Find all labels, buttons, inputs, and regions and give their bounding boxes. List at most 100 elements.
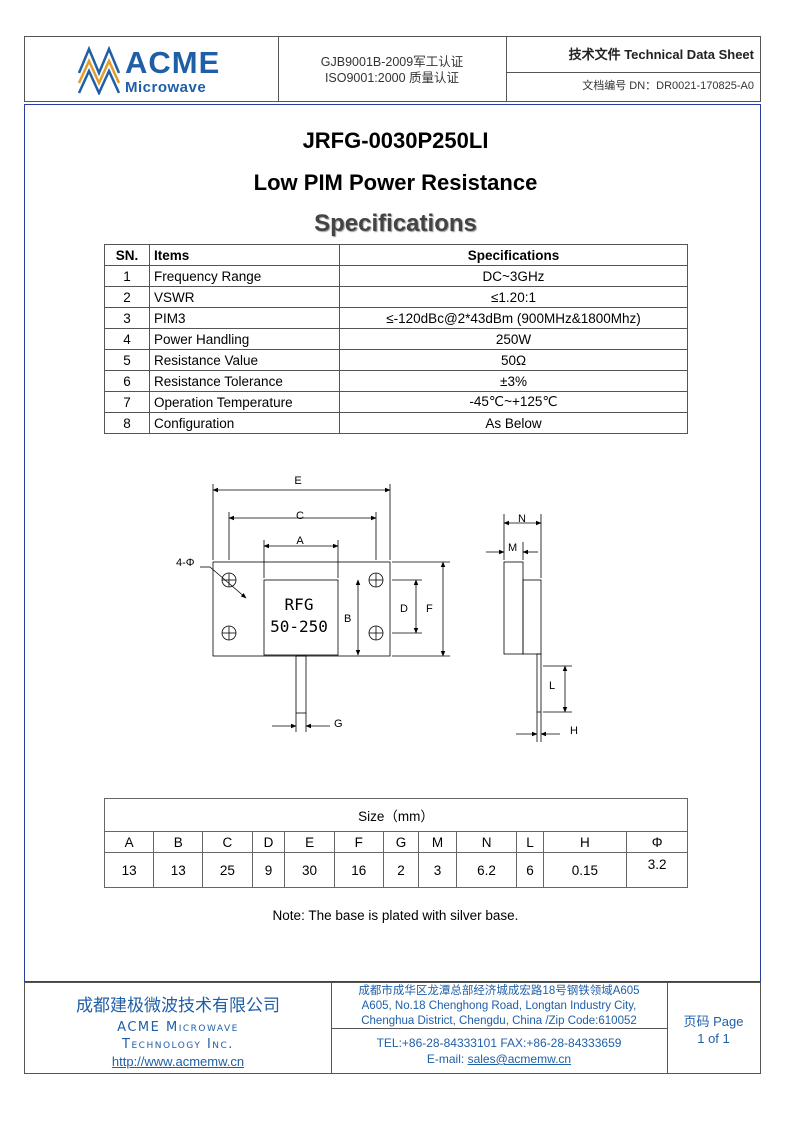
dim-label-e: E (294, 475, 301, 487)
size-value: 3.2 (626, 852, 688, 888)
row-sn: 3 (104, 307, 150, 329)
row-item: Frequency Range (149, 265, 340, 287)
size-col: D (251, 831, 286, 853)
doc-number: 文档编号 DN：DR0021-170825-A0 (582, 80, 754, 92)
size-value: 25 (202, 852, 253, 888)
note: Note: The base is plated with silver bas… (272, 908, 519, 923)
size-col: L (516, 831, 544, 853)
certification-cell: GJB9001B-2009军工认证 ISO9001:2000 质量认证 (278, 37, 507, 101)
size-table-title: Size（mm） (104, 798, 688, 832)
col-header-items: Items (149, 244, 340, 266)
size-col: G (382, 831, 420, 853)
part-marking-1: RFG (285, 595, 314, 614)
company-name-en-1: ACME Microwave (117, 1020, 239, 1035)
address-block: 成都市成华区龙潭总部经济城成宏路18号钢铁领域A605 A605, No.18 … (331, 983, 667, 1029)
size-value: 3 (418, 852, 457, 888)
row-sn: 8 (104, 412, 150, 434)
row-item: Operation Temperature (149, 391, 340, 413)
dim-label-hole: 4-Φ (176, 557, 195, 569)
dim-label-c: C (296, 510, 304, 522)
size-header-row: A B C D E F G M N L H Φ (103, 831, 688, 853)
size-col: H (542, 831, 628, 853)
tel-fax: TEL:+86-28-84333101 FAX:+86-28-84333659 (376, 1036, 622, 1050)
row-item: Resistance Tolerance (149, 370, 340, 392)
size-col: F (333, 831, 384, 853)
dim-label-n: N (518, 513, 526, 525)
size-value: 6.2 (455, 852, 518, 888)
row-spec: 250W (339, 328, 688, 350)
size-col: A (103, 831, 155, 853)
size-value: 9 (251, 852, 286, 888)
email-link[interactable]: sales@acmemw.cn (467, 1052, 572, 1066)
doc-type: 技术文件 Technical Data Sheet (507, 37, 760, 73)
doc-info-cell: 技术文件 Technical Data Sheet 文档编号 DN：DR0021… (507, 37, 760, 101)
footer: 成都建极微波技术有限公司 ACME Microwave Technology I… (24, 982, 761, 1074)
row-spec: ≤-120dBc@2*43dBm (900MHz&1800Mhz) (339, 307, 688, 329)
size-value-row: 13 13 25 9 30 16 2 3 6.2 6 0.15 3.2 (103, 852, 688, 888)
size-col: N (455, 831, 518, 853)
size-value: 6 (516, 852, 544, 888)
dim-label-b: B (344, 613, 351, 625)
row-spec: As Below (339, 412, 688, 434)
row-spec: DC~3GHz (339, 265, 688, 287)
row-item: Power Handling (149, 328, 340, 350)
mechanical-drawing: E C A B D F G 4-Φ N M L H RFG 50-250 (176, 475, 578, 742)
email-line: E-mail: sales@acmemw.cn (331, 1051, 667, 1067)
dim-label-h: H (570, 725, 578, 737)
size-value: 30 (284, 852, 335, 888)
row-sn: 2 (104, 286, 150, 308)
content-frame (24, 104, 761, 982)
row-item: Configuration (149, 412, 340, 434)
spec-header-row: SN. Items Specifications (104, 244, 688, 266)
size-col: C (202, 831, 253, 853)
logo-sub-text: Microwave (125, 79, 207, 96)
side-body (522, 579, 542, 655)
size-value: 13 (153, 852, 204, 888)
side-base (503, 561, 524, 655)
company-name-cn: 成都建极微波技术有限公司 (76, 996, 280, 1015)
size-value: 16 (333, 852, 384, 888)
footer-company: 成都建极微波技术有限公司 ACME Microwave Technology I… (25, 983, 332, 1073)
dim-label-g: G (334, 718, 343, 730)
row-sn: 4 (104, 328, 150, 350)
footer-page: 页码 Page 1 of 1 (667, 983, 760, 1073)
part-marking-2: 50-250 (270, 617, 328, 636)
dim-label-f: F (426, 603, 433, 615)
lead (295, 655, 307, 714)
dim-label-d: D (400, 603, 408, 615)
size-value: 13 (103, 852, 155, 888)
size-col: Φ (626, 831, 688, 853)
resistor-body (263, 579, 339, 656)
company-name-en-2: Technology Inc. (122, 1037, 234, 1052)
row-sn: 7 (104, 391, 150, 413)
row-spec: 50Ω (339, 349, 688, 371)
row-item: PIM3 (149, 307, 340, 329)
size-col: B (153, 831, 204, 853)
size-table: Size（mm） A B C D E F G M N L H Φ 13 13 2… (103, 798, 688, 888)
row-sn: 1 (104, 265, 150, 287)
company-url-link[interactable]: http://www.acmemw.cn (111, 1054, 245, 1069)
col-header-spec: Specifications (339, 244, 688, 266)
dim-label-l: L (549, 680, 555, 692)
section-title: Specifications (314, 210, 477, 237)
size-col: M (418, 831, 457, 853)
page-number: 1 of 1 (697, 1031, 730, 1046)
model-title: JRFG-0030P250LI (302, 128, 489, 153)
row-item: VSWR (149, 286, 340, 308)
col-header-sn: SN. (104, 244, 150, 266)
acme-logo-icon (77, 45, 121, 95)
address-en-1: A605, No.18 Chenghong Road, Longtan Indu… (361, 1000, 637, 1012)
dim-label-a: A (296, 535, 304, 547)
size-col: E (284, 831, 335, 853)
row-sn: 5 (104, 349, 150, 371)
row-item: Resistance Value (149, 349, 340, 371)
size-value: 2 (382, 852, 420, 888)
